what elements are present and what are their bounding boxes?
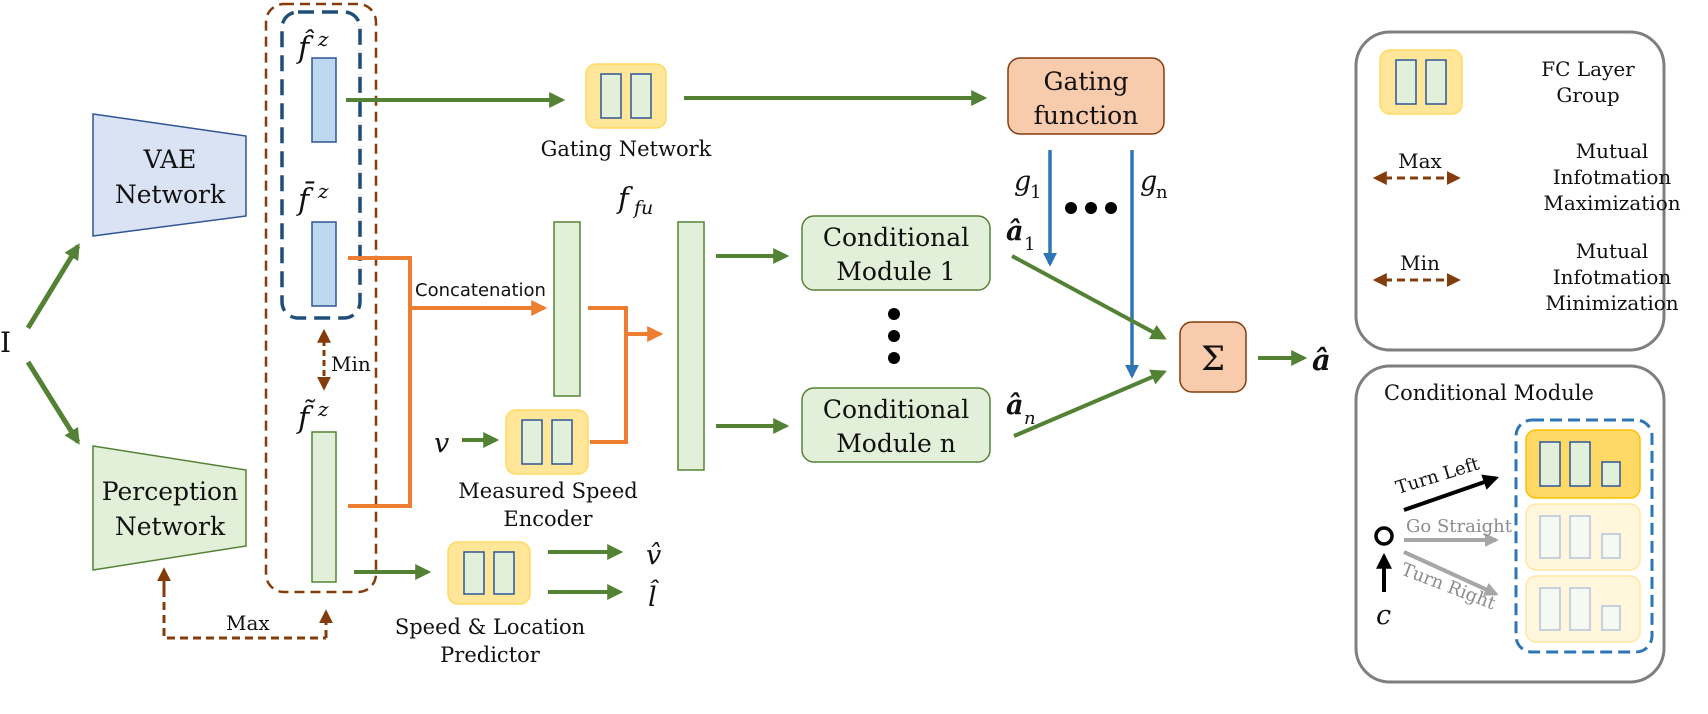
- svg-text:n: n: [1024, 408, 1036, 429]
- measured-speed-label-2: Encoder: [503, 507, 593, 531]
- outer-brown-dashed-box: [264, 2, 378, 594]
- f-fu-label: f fu: [616, 181, 653, 219]
- v-hat-label: v̂: [646, 540, 661, 571]
- branch-straight-fc-group: [1525, 503, 1641, 571]
- arrow-a1-to-sum: [1011, 254, 1167, 340]
- arrow-input-to-vae: [25, 243, 81, 330]
- speed-location-label-1: Speed & Location: [395, 615, 585, 639]
- svg-text:fu: fu: [632, 197, 653, 219]
- sum-box: Σ: [1179, 321, 1247, 393]
- f-tilde-z-label: f̃ z: [296, 397, 329, 436]
- conditional-module-n: Conditional Module n: [801, 387, 991, 463]
- branch-left-fc-group: [1525, 429, 1641, 499]
- gating-network-fc-group: [585, 63, 667, 129]
- legend-max-label: Max: [1398, 149, 1442, 173]
- vae-network: VAE Network: [92, 113, 247, 237]
- perception-network: Perception Network: [92, 445, 247, 571]
- branch-right-fc-group: [1525, 575, 1641, 643]
- gating-network-label: Gating Network: [541, 137, 712, 161]
- f-tilde-z-vector: [311, 431, 337, 583]
- conditional-module-panel: Conditional Module c Turn Left Go Straig…: [1354, 364, 1666, 684]
- gn-label: g n: [1140, 166, 1168, 203]
- measured-speed-fc-group: [505, 409, 589, 475]
- legend-max-desc-2: Infotmation: [1553, 165, 1672, 189]
- input-label: I: [0, 326, 11, 359]
- svg-text:1: 1: [1030, 182, 1041, 203]
- cond1-label-1: Conditional: [823, 223, 969, 252]
- f-fu-vector: [677, 221, 705, 471]
- concatenation-label: Concatenation: [415, 280, 546, 301]
- legend-panel: FC Layer Group Max Mutual Infotmation Ma…: [1354, 30, 1681, 352]
- perception-network-label-1: Perception: [102, 477, 238, 506]
- l-hat-label: l̂: [648, 579, 660, 613]
- svg-text:1: 1: [1024, 234, 1035, 255]
- max-label: Max: [226, 611, 270, 635]
- legend-max-desc-3: Maximization: [1543, 191, 1680, 215]
- f-bar-z-vector: [311, 221, 337, 307]
- svg-text:g: g: [1014, 166, 1031, 197]
- legend-fc-label-1: FC Layer: [1541, 57, 1635, 81]
- vae-network-label-1: VAE: [143, 145, 197, 174]
- concatenation-lines: [348, 256, 548, 508]
- go-straight-label: Go Straight: [1406, 516, 1513, 537]
- speed-location-label-2: Predictor: [440, 643, 541, 667]
- gating-function-label-2: function: [1034, 101, 1139, 130]
- merge-lines-to-ffu: [588, 306, 664, 444]
- v-label: v: [434, 428, 449, 459]
- sum-symbol: Σ: [1201, 339, 1225, 379]
- legend-max-desc-1: Mutual: [1576, 139, 1649, 163]
- svg-text:â: â: [1006, 216, 1024, 247]
- turn-right-arrow: [1403, 550, 1499, 596]
- speed-location-fc-group: [447, 541, 531, 605]
- inner-navy-dashed-box: [280, 10, 362, 320]
- svg-text:â: â: [1006, 390, 1024, 421]
- f-hat-z-vector: [311, 57, 337, 143]
- vae-network-label-2: Network: [115, 180, 226, 209]
- legend-min-desc-1: Mutual: [1576, 239, 1649, 263]
- svg-text:z: z: [317, 397, 329, 421]
- svg-text:z: z: [317, 179, 329, 203]
- svg-text:f̄: f̄: [296, 180, 315, 218]
- branch-dashed-box: [1514, 418, 1654, 654]
- turn-left-arrow: [1403, 474, 1500, 512]
- gating-function-label-1: Gating: [1043, 67, 1128, 96]
- concatenated-feature-vector: [553, 221, 581, 397]
- g1-label: g 1: [1014, 166, 1041, 203]
- ellipsis-dots-horizontal: [1065, 202, 1117, 214]
- svg-text:n: n: [1156, 182, 1168, 203]
- ellipsis-dots-vertical: [888, 308, 900, 364]
- legend-fc-label-2: Group: [1556, 83, 1619, 107]
- arrow-an-to-sum: [1013, 369, 1167, 438]
- svg-text:f̃: f̃: [296, 399, 316, 436]
- legend-min-desc-2: Infotmation: [1553, 265, 1672, 289]
- conditional-module-title: Conditional Module: [1384, 381, 1594, 405]
- output-a-label: â: [1312, 343, 1331, 377]
- svg-text:g: g: [1140, 166, 1157, 197]
- svg-text:z: z: [317, 27, 329, 51]
- f-bar-z-label: f̄ z: [296, 179, 329, 218]
- svg-text:f: f: [616, 181, 634, 215]
- command-c-label: c: [1376, 600, 1391, 631]
- arrow-input-to-perception: [25, 360, 81, 445]
- command-node: [1374, 526, 1394, 546]
- condn-label-1: Conditional: [823, 395, 969, 424]
- a1-label: â 1: [1006, 216, 1035, 255]
- measured-speed-label-1: Measured Speed: [458, 479, 637, 503]
- an-label: â n: [1006, 390, 1036, 429]
- perception-network-label-2: Network: [115, 512, 226, 541]
- conditional-module-1: Conditional Module 1: [801, 215, 991, 291]
- legend-fc-group-icon: [1379, 49, 1463, 115]
- svg-text:v: v: [434, 428, 449, 459]
- condn-label-2: Module n: [836, 429, 956, 458]
- gating-function-box: Gating function: [1007, 57, 1165, 135]
- min-label: Min: [331, 352, 371, 376]
- legend-min-label: Min: [1400, 251, 1440, 275]
- max-dashed-connection: [157, 567, 333, 640]
- cond1-label-2: Module 1: [836, 257, 955, 286]
- legend-min-desc-3: Minimization: [1545, 291, 1678, 315]
